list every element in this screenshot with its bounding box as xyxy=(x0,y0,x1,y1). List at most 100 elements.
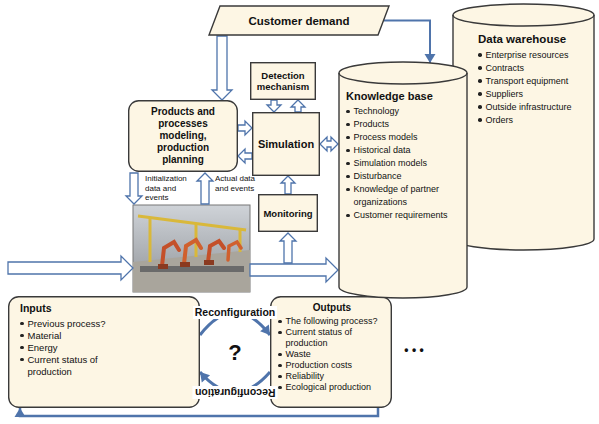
process-box: Products and processes modeling, product… xyxy=(128,100,238,172)
input-parallelogram: Customer demand xyxy=(208,5,390,36)
node-content: Monitoring xyxy=(258,194,318,232)
list-text: Suppliers xyxy=(486,88,524,101)
node-content: Customer demand xyxy=(208,5,390,36)
block-arrow xyxy=(320,137,338,151)
list-item: Reliability xyxy=(278,371,386,382)
node-content: OutputsThe following process?Current sta… xyxy=(270,296,392,408)
list-item: Outside infrastructure xyxy=(478,101,589,114)
list-item: Current status of production xyxy=(278,327,386,349)
process-box: Monitoring xyxy=(258,194,318,232)
list-item: Enterprise resources xyxy=(478,49,589,62)
list-text: Transport equipment xyxy=(486,75,569,88)
cylinder-rim xyxy=(453,15,594,26)
list-text: Current status of production xyxy=(28,354,143,378)
connector xyxy=(15,408,379,417)
bullet-dot xyxy=(278,364,282,368)
photo-frame xyxy=(133,205,250,292)
arrow-head xyxy=(260,325,270,335)
gantry-post xyxy=(149,217,152,262)
block-arrow xyxy=(281,176,295,194)
database-cylinder: Data warehouseEnterprise resourcesContra… xyxy=(452,4,595,250)
flow-arrow xyxy=(280,233,296,263)
list-item: Simulation models xyxy=(346,157,462,170)
list-item: Transport equipment xyxy=(478,75,589,88)
inputs-box: InputsPrevious process?MaterialEnergyCur… xyxy=(8,296,200,408)
bullet-dot xyxy=(346,110,350,114)
bullet-dot xyxy=(346,162,350,166)
list-item: Previous process? xyxy=(20,318,142,330)
list-text: Disturbance xyxy=(354,170,402,183)
list-item: The following process? xyxy=(278,316,386,327)
process-box: Detection mechanism xyxy=(250,62,316,100)
node-content: Data warehouseEnterprise resourcesContra… xyxy=(452,4,595,250)
list-text: Process models xyxy=(354,131,418,144)
list-text: Production costs xyxy=(286,360,353,371)
process-box: Simulation xyxy=(252,112,320,176)
bullet-dot xyxy=(478,79,482,83)
bullet-dot xyxy=(346,149,350,153)
ellipsis-mark: • • • xyxy=(404,343,423,357)
arrow-head xyxy=(200,372,210,382)
bullet-dot xyxy=(346,214,350,218)
bullet-dot xyxy=(278,386,282,390)
list-text: Products xyxy=(354,118,390,131)
bullet-dot xyxy=(278,353,282,357)
connector xyxy=(291,100,305,112)
list-text: Energy xyxy=(28,342,58,354)
node-heading: Knowledge base xyxy=(346,89,462,103)
connector xyxy=(281,176,295,194)
bullet-dot xyxy=(478,105,482,109)
list-text: Orders xyxy=(486,114,514,127)
node-content: Knowledge baseTechnologyProductsProcess … xyxy=(338,62,468,298)
feedback-line xyxy=(20,408,378,416)
list-item: Energy xyxy=(20,342,142,354)
outputs-box: OutputsThe following process?Current sta… xyxy=(270,296,392,408)
box-outline xyxy=(271,297,392,408)
list-item: Knowledge of partner organizations xyxy=(346,183,462,209)
block-arrow xyxy=(238,149,252,163)
node-heading: Inputs xyxy=(20,302,142,316)
node-label: Customer demand xyxy=(226,14,372,28)
connector xyxy=(267,100,281,112)
robot-arm xyxy=(184,240,201,264)
factory-photo xyxy=(133,205,250,292)
box-outline xyxy=(251,63,316,100)
edge-label: Reconfiguration xyxy=(193,386,278,399)
list-item: Products xyxy=(346,118,462,131)
list-item: Historical data xyxy=(346,144,462,157)
database-cylinder: Knowledge baseTechnologyProductsProcess … xyxy=(338,62,468,298)
node-heading: Outputs xyxy=(278,301,386,314)
list-item: Customer requirements xyxy=(346,209,462,222)
connector xyxy=(238,121,252,135)
block-arrow xyxy=(267,100,281,112)
bullet-dot xyxy=(278,320,282,324)
connector xyxy=(212,36,232,100)
block-arrow xyxy=(212,36,232,100)
conveyor xyxy=(140,266,244,272)
gantry-beam xyxy=(138,216,246,230)
bullet-dot xyxy=(346,123,350,127)
flow-label: Initialization data and events xyxy=(145,174,196,203)
robot-base xyxy=(180,262,190,267)
bullet-dot xyxy=(20,322,24,326)
bullet-dot xyxy=(20,358,24,362)
question-mark: ? xyxy=(228,341,241,365)
flow-arrow xyxy=(250,258,338,282)
node-label: Products and processes modeling, product… xyxy=(135,106,231,166)
list-text: Current status of production xyxy=(286,327,387,349)
bullet-dot xyxy=(346,136,350,140)
arrow-head xyxy=(15,408,26,417)
list-text: Ecological production xyxy=(286,382,372,393)
list-item: Current status of production xyxy=(20,354,142,378)
robot-arm xyxy=(208,241,224,262)
parallelogram-outline xyxy=(209,6,389,35)
bullet-dot xyxy=(478,118,482,122)
list-item: Process models xyxy=(346,131,462,144)
node-label: Simulation xyxy=(255,138,317,151)
list-text: Reliability xyxy=(286,371,325,382)
arrow-head xyxy=(425,54,436,63)
list-item: Technology xyxy=(346,105,462,118)
list-text: The following process? xyxy=(286,316,378,327)
list-text: Outside infrastructure xyxy=(486,101,572,114)
